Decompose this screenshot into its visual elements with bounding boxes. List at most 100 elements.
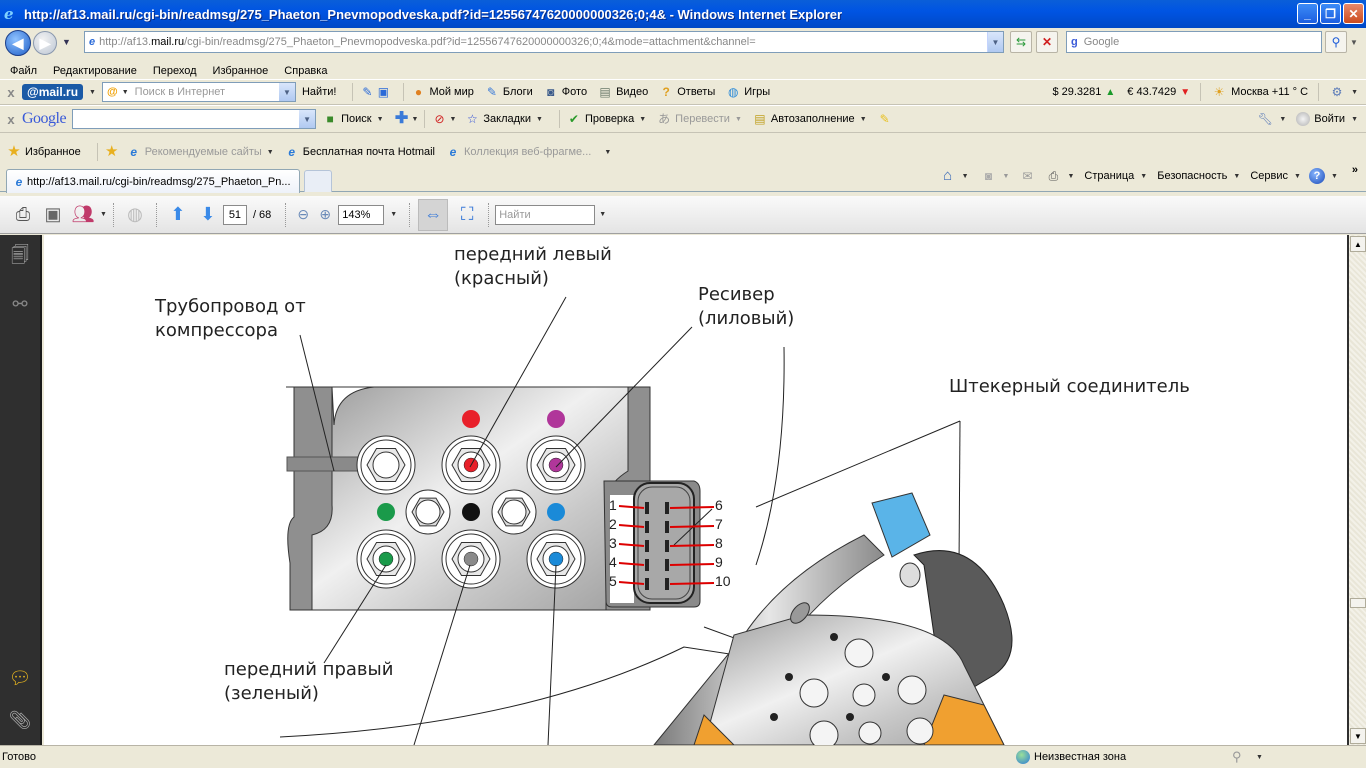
scroll-up-button[interactable]: ▲ bbox=[1350, 236, 1366, 252]
wrench-icon[interactable]: 🔧︎ bbox=[1257, 112, 1273, 126]
protected-mode-icon[interactable]: ⚲ bbox=[1232, 749, 1242, 764]
settings-dropdown-icon[interactable]: ▼ bbox=[1351, 88, 1358, 96]
google-search-button[interactable]: ■Поиск▼ bbox=[322, 111, 383, 127]
google-search-dropdown-icon[interactable]: ▼ bbox=[299, 110, 316, 128]
spellcheck-button[interactable]: ✔Проверка▼ bbox=[566, 111, 646, 127]
menu-favorites[interactable]: Избранное bbox=[212, 65, 269, 77]
pdf-save-button[interactable]: ▣ bbox=[40, 202, 66, 228]
menu-edit[interactable]: Редактирование bbox=[53, 65, 137, 77]
settings-icon[interactable]: ⚙ bbox=[1331, 85, 1343, 99]
mailru-search-input[interactable]: @▼ Поиск в Интернет ▼ bbox=[101, 82, 296, 102]
google-search-input[interactable]: ▼ bbox=[72, 109, 317, 129]
previous-page-button[interactable]: ⬆ bbox=[165, 202, 191, 228]
answers-link[interactable]: ?Ответы bbox=[658, 84, 716, 100]
security-zone[interactable]: Неизвестная зона bbox=[1016, 750, 1126, 764]
zoom-level-input[interactable]: 143% bbox=[338, 204, 385, 225]
vertical-scrollbar[interactable]: ▲ ▼ bbox=[1347, 235, 1366, 745]
forward-button[interactable]: ▶ bbox=[33, 31, 57, 55]
search-input[interactable]: g Google bbox=[1066, 31, 1322, 53]
scroll-thumb[interactable] bbox=[1350, 598, 1366, 608]
add-favorite-icon[interactable]: ★ bbox=[105, 143, 119, 160]
photo-link[interactable]: ◙Фото bbox=[543, 84, 587, 100]
pdf-share-button[interactable]: 👥︎ bbox=[70, 202, 96, 228]
weather-text[interactable]: Москва +11 ° C bbox=[1231, 86, 1309, 98]
back-button[interactable]: ◀ bbox=[5, 30, 31, 56]
zoom-status-dropdown-icon[interactable]: ▼ bbox=[1256, 753, 1263, 761]
share-dropdown-icon[interactable]: ▼ bbox=[100, 211, 107, 218]
signin-dropdown-icon[interactable]: ▼ bbox=[1351, 115, 1358, 123]
print-dropdown-icon[interactable]: ▼ bbox=[1067, 172, 1075, 180]
feed-dropdown-icon[interactable]: ▼ bbox=[1002, 172, 1010, 180]
zoom-in-button[interactable]: ⊕ bbox=[316, 202, 334, 228]
mailru-logo[interactable]: @mail.ru bbox=[22, 84, 84, 100]
close-button[interactable]: ✕ bbox=[1343, 3, 1364, 24]
address-bar[interactable]: e http://af13.mail.ru/cgi-bin/readmsg/27… bbox=[84, 31, 1004, 53]
pdf-print-button[interactable]: ⎙ bbox=[10, 202, 36, 228]
pages-icon[interactable]: 🗐︎ bbox=[11, 245, 29, 265]
comments-icon[interactable]: 💬︎ bbox=[8, 667, 32, 688]
scroll-down-button[interactable]: ▼ bbox=[1350, 728, 1366, 744]
print-icon[interactable]: ⎙ bbox=[1048, 169, 1059, 183]
find-button[interactable]: Найти! bbox=[301, 86, 337, 98]
zoom-dropdown-icon[interactable]: ▼ bbox=[390, 211, 398, 218]
zoom-out-button[interactable]: ⊖ bbox=[294, 202, 312, 228]
find-dropdown-icon[interactable]: ▼ bbox=[599, 211, 607, 218]
tab-pdf[interactable]: e http://af13.mail.ru/cgi-bin/readmsg/27… bbox=[6, 169, 300, 193]
preview-icon[interactable]: ▣ bbox=[377, 85, 390, 99]
recent-pages-dropdown-icon[interactable]: ▼ bbox=[62, 37, 71, 47]
find-input[interactable]: Найти bbox=[495, 204, 596, 225]
favorites-button[interactable]: ★Избранное bbox=[6, 144, 80, 160]
new-tab-button[interactable] bbox=[304, 170, 332, 192]
search-engine-dropdown-icon[interactable]: ▼ bbox=[121, 88, 129, 96]
menu-file[interactable]: Файл bbox=[10, 65, 38, 77]
page-menu[interactable]: Страница bbox=[1084, 170, 1135, 182]
wrench-dropdown-icon[interactable]: ▼ bbox=[1279, 115, 1287, 123]
next-page-button[interactable]: ⬇ bbox=[195, 202, 221, 228]
my-world-link[interactable]: ●Мой мир bbox=[410, 84, 474, 100]
usd-rate[interactable]: $ 29.3281 bbox=[1052, 86, 1102, 98]
fit-page-button[interactable]: ⛶ bbox=[454, 202, 480, 228]
fit-width-button[interactable]: ⇔ bbox=[418, 198, 449, 231]
rss-feed-icon[interactable]: ◙ bbox=[984, 169, 993, 183]
home-icon[interactable]: ⌂ bbox=[943, 167, 953, 184]
bookmarks-button[interactable]: ☆Закладки▼ bbox=[464, 111, 543, 127]
help-icon[interactable]: ? bbox=[1308, 168, 1325, 184]
signin-button[interactable]: Войти bbox=[1314, 113, 1346, 125]
paperclip-icon[interactable]: 📎︎ bbox=[8, 709, 32, 730]
search-history-dropdown-icon[interactable]: ▼ bbox=[278, 83, 295, 101]
menu-view[interactable]: Переход bbox=[152, 65, 197, 77]
safety-menu[interactable]: Безопасность bbox=[1157, 170, 1228, 182]
search-button[interactable]: ⚲ bbox=[1325, 31, 1347, 53]
home-dropdown-icon[interactable]: ▼ bbox=[961, 172, 969, 180]
more-commands-button[interactable]: » bbox=[1351, 164, 1358, 176]
binoculars-icon[interactable]: ⚯ bbox=[12, 293, 28, 314]
menu-help[interactable]: Справка bbox=[284, 65, 328, 77]
highlighter-icon[interactable]: ✎ bbox=[879, 112, 890, 126]
refresh-button[interactable]: ⇆ bbox=[1010, 31, 1032, 53]
autofill-button[interactable]: ▤Автозаполнение▼ bbox=[752, 111, 866, 127]
minimize-button[interactable]: _ bbox=[1297, 3, 1318, 24]
help-dropdown-icon[interactable]: ▼ bbox=[1330, 172, 1338, 180]
mailru-menu-dropdown-icon[interactable]: ▼ bbox=[89, 88, 96, 96]
video-link[interactable]: ▤Видео bbox=[597, 84, 648, 100]
pencil-icon[interactable]: ✎ bbox=[362, 85, 373, 99]
eur-rate[interactable]: € 43.7429 bbox=[1127, 86, 1177, 98]
blogs-link[interactable]: ✎Блоги bbox=[484, 84, 533, 100]
close-toolbar-icon[interactable]: x bbox=[7, 84, 15, 100]
plus-icon[interactable]: ✚ bbox=[394, 110, 409, 127]
tools-menu[interactable]: Сервис bbox=[1250, 170, 1288, 182]
pdf-review-button[interactable]: ◍ bbox=[122, 202, 148, 228]
page-number-input[interactable]: 51 bbox=[222, 204, 247, 225]
search-options-dropdown-icon[interactable]: ▼ bbox=[1350, 38, 1358, 47]
popup-blocker-icon[interactable]: ⊘ bbox=[434, 112, 445, 126]
close-toolbar-icon[interactable]: x bbox=[7, 111, 15, 127]
games-link[interactable]: ◍Игры bbox=[725, 84, 770, 100]
mail-icon[interactable]: ✉ bbox=[1022, 169, 1033, 183]
stop-button[interactable]: ✕ bbox=[1036, 31, 1058, 53]
plus-dropdown-icon[interactable]: ▼ bbox=[411, 115, 419, 123]
popup-dropdown-icon[interactable]: ▼ bbox=[449, 115, 457, 123]
